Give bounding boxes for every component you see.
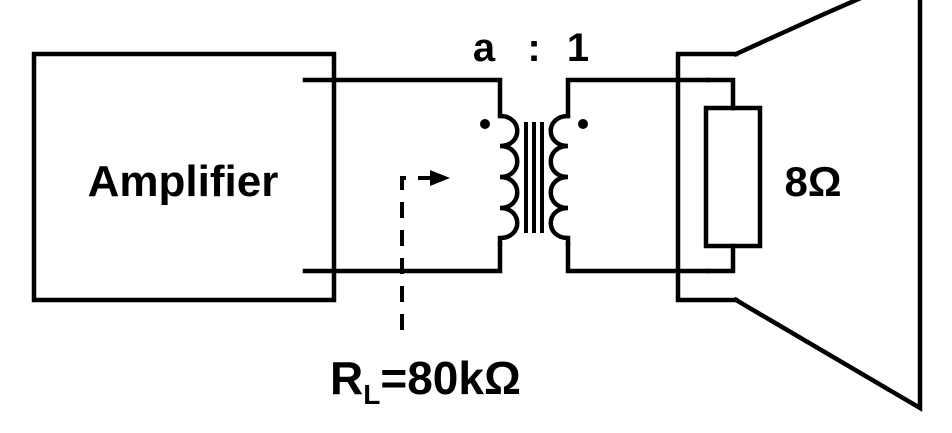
- amplifier-label: Amplifier: [88, 157, 279, 206]
- primary-bottom-wire: [302, 242, 503, 274]
- secondary-coil: [548, 113, 571, 248]
- load-dashed-line: [400, 176, 430, 330]
- primary-coil: [497, 113, 520, 248]
- turns-ratio-primary: a: [473, 26, 496, 70]
- load-label-main: R: [330, 352, 363, 404]
- primary-polarity-dot: [480, 119, 490, 129]
- secondary-bottom-wire: [565, 242, 711, 274]
- speaker-resistor: [703, 105, 763, 249]
- primary-top-wire: [302, 77, 503, 119]
- secondary-top-wire: [565, 77, 711, 119]
- load-label: RL=80kΩ: [330, 352, 521, 410]
- resistor-top-lead: [705, 77, 736, 111]
- speaker-magnet: [675, 51, 739, 303]
- load-label-value: =80kΩ: [380, 352, 521, 404]
- secondary-polarity-dot: [578, 119, 588, 129]
- speaker-cone: [732, 0, 923, 412]
- load-arrow-head: [430, 170, 450, 186]
- turns-ratio-secondary: 1: [567, 26, 589, 70]
- resistor-bottom-lead: [705, 243, 736, 274]
- amplifier-box: [31, 51, 337, 303]
- turns-ratio-colon: :: [527, 26, 540, 70]
- load-label-subscript: L: [363, 379, 380, 410]
- resistor-label: 8Ω: [784, 158, 841, 205]
